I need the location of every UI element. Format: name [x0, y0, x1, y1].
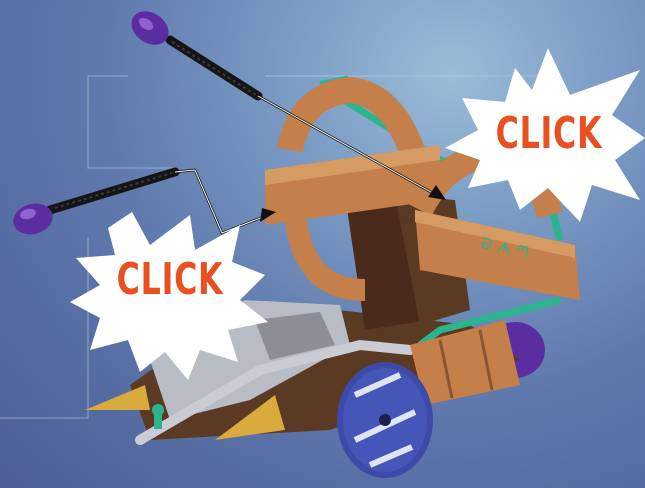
ammo-bolt-top [125, 4, 258, 96]
ammo-bolt-left [10, 172, 175, 239]
click-label-left: CLICK [116, 254, 224, 305]
click-label-right: CLICK [496, 108, 597, 159]
